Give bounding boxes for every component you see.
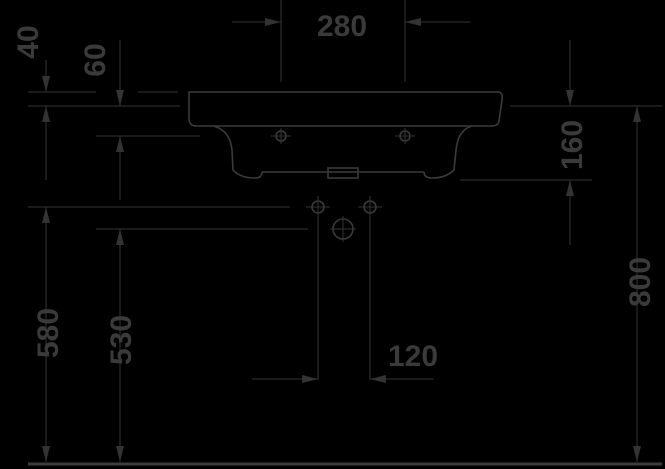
dimension-label-120: 120: [388, 340, 438, 373]
dimension-lines: [45, 21, 638, 462]
dimension-label-280: 280: [317, 10, 367, 43]
basin-outline: [188, 91, 503, 179]
dimension-label-530: 530: [105, 315, 138, 365]
dimension-label-580: 580: [32, 308, 65, 358]
arrowheads: [42, 18, 641, 462]
dimension-label-60: 60: [79, 43, 112, 76]
dimension-label-800: 800: [624, 257, 657, 307]
dimension-label-40: 40: [12, 25, 45, 58]
dimension-label-160: 160: [556, 120, 589, 170]
tap-hole-centerlines: [271, 128, 415, 144]
extension-lines: [28, 0, 662, 230]
waste-connections: [306, 196, 382, 380]
